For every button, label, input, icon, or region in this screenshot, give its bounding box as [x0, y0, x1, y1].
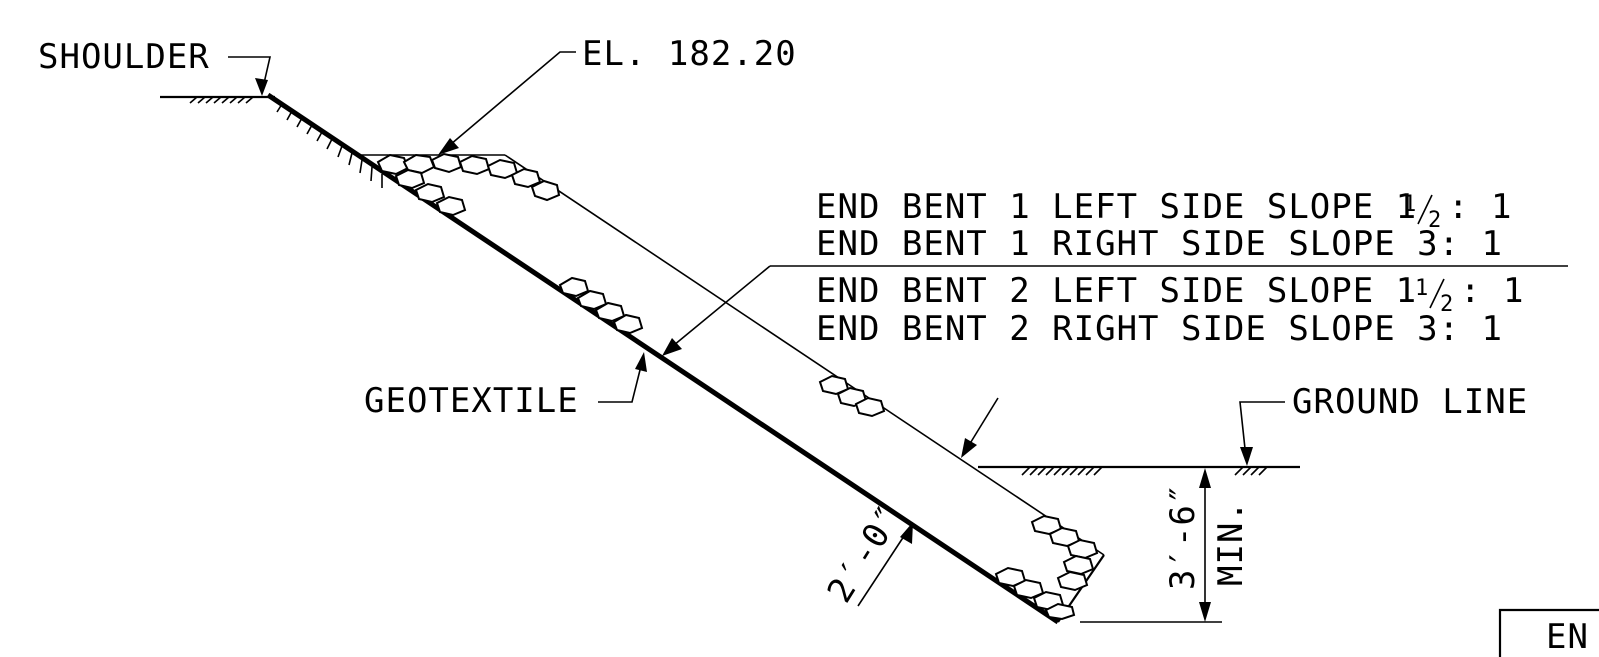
svg-text:: 1: : 1 [1460, 271, 1524, 311]
riprap-outer-face [504, 154, 1105, 556]
slope-earth-hatching [276, 103, 383, 188]
slope-note-2: END BENT 1 RIGHT SIDE SLOPE 3: 1 [816, 224, 1503, 264]
depth-dimension: 3′-6″ MIN. [1080, 468, 1251, 623]
title-block-fragment: EN [1498, 608, 1599, 657]
depth-min-label: MIN. [1211, 500, 1251, 586]
slope-note-leader [662, 265, 771, 356]
elevation-leader [438, 51, 576, 155]
slope-note-3: END BENT 2 LEFT SIDE SLOPE 1 [816, 271, 1417, 311]
riprap-face-dimension-arrow [961, 397, 999, 458]
shoulder-leader [228, 56, 272, 96]
ground-line-label: GROUND LINE [1292, 382, 1528, 422]
ground-line-leader [1239, 401, 1285, 466]
shoulder-ground-surface [160, 95, 275, 104]
title-block-text: EN [1546, 617, 1589, 657]
toe-ground-surface [978, 465, 1300, 476]
slope-notes: END BENT 1 LEFT SIDE SLOPE 1 1 2 : 1 END… [662, 187, 1568, 356]
slope-note-1-fraction: 1 2 : 1 [1403, 187, 1512, 233]
svg-text:1: 1 [1403, 192, 1416, 217]
slope-note-4: END BENT 2 RIGHT SIDE SLOPE 3: 1 [816, 309, 1503, 349]
svg-text:: 1: : 1 [1448, 187, 1512, 227]
slope-note-1: END BENT 1 LEFT SIDE SLOPE 1 [816, 187, 1417, 227]
geotextile-slope-line [266, 92, 1060, 625]
riprap-stones [376, 152, 1099, 621]
svg-text:1: 1 [1415, 276, 1428, 301]
thickness-dimension: 2′-0″ [820, 498, 913, 610]
geotextile-label: GEOTEXTILE [364, 381, 579, 421]
shoulder-label: SHOULDER [38, 37, 210, 77]
elevation-label: EL. 182.20 [582, 34, 797, 74]
svg-text:2: 2 [1428, 208, 1441, 233]
svg-text:2: 2 [1440, 292, 1453, 317]
geotextile-leader [598, 352, 647, 403]
thickness-dimension-label: 2′-0″ [820, 498, 911, 610]
slope-note-3-fraction: 1 2 : 1 [1415, 271, 1524, 317]
depth-dimension-label: 3′-6″ [1163, 483, 1203, 590]
